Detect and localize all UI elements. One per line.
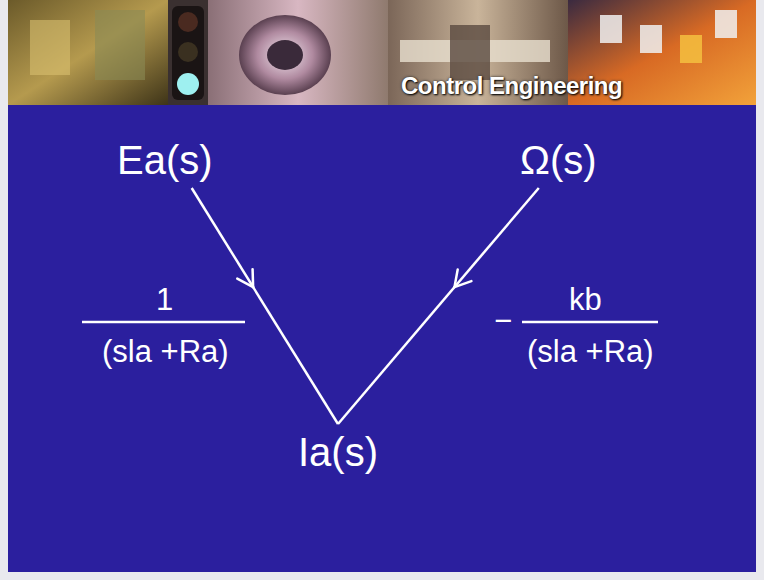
lens-photo [267,40,303,70]
traffic-light [172,6,204,100]
lens-photo [239,15,331,95]
node-label: Ea(s) [117,138,213,182]
traffic-light [178,12,198,32]
switch-photo [600,15,622,43]
traffic-light [168,0,208,105]
banner-photo [208,0,388,105]
fraction-bar [82,321,245,324]
banner-photo [95,10,145,80]
branch-gain: (sla +Ra) [102,335,229,369]
graph-node: Ω(s) [514,132,603,188]
fraction-bar [522,321,658,324]
traffic-light [178,42,198,62]
switch-photo [680,35,702,63]
traffic-light [177,73,199,95]
signal-branch [338,188,539,424]
branch-gain: 1 [156,283,173,317]
signal-branch [192,188,338,424]
node-label: Ia(s) [298,430,378,474]
graph-node: Ea(s) [111,132,219,188]
switch-photo [640,25,662,53]
machine-photo [450,25,490,80]
graph-node: Ia(s) [292,424,384,480]
branch-gain: kb [569,283,602,317]
banner-photo [30,20,70,75]
branch-gain: (sla +Ra) [527,335,654,369]
switch-photo [715,10,737,38]
branch-gain: − [494,304,512,338]
banner-photo [8,0,168,105]
banner-title: Control Engineering [401,73,622,99]
node-label: Ω(s) [520,138,597,182]
slide-ground [8,105,756,572]
banner-ground [8,0,756,105]
